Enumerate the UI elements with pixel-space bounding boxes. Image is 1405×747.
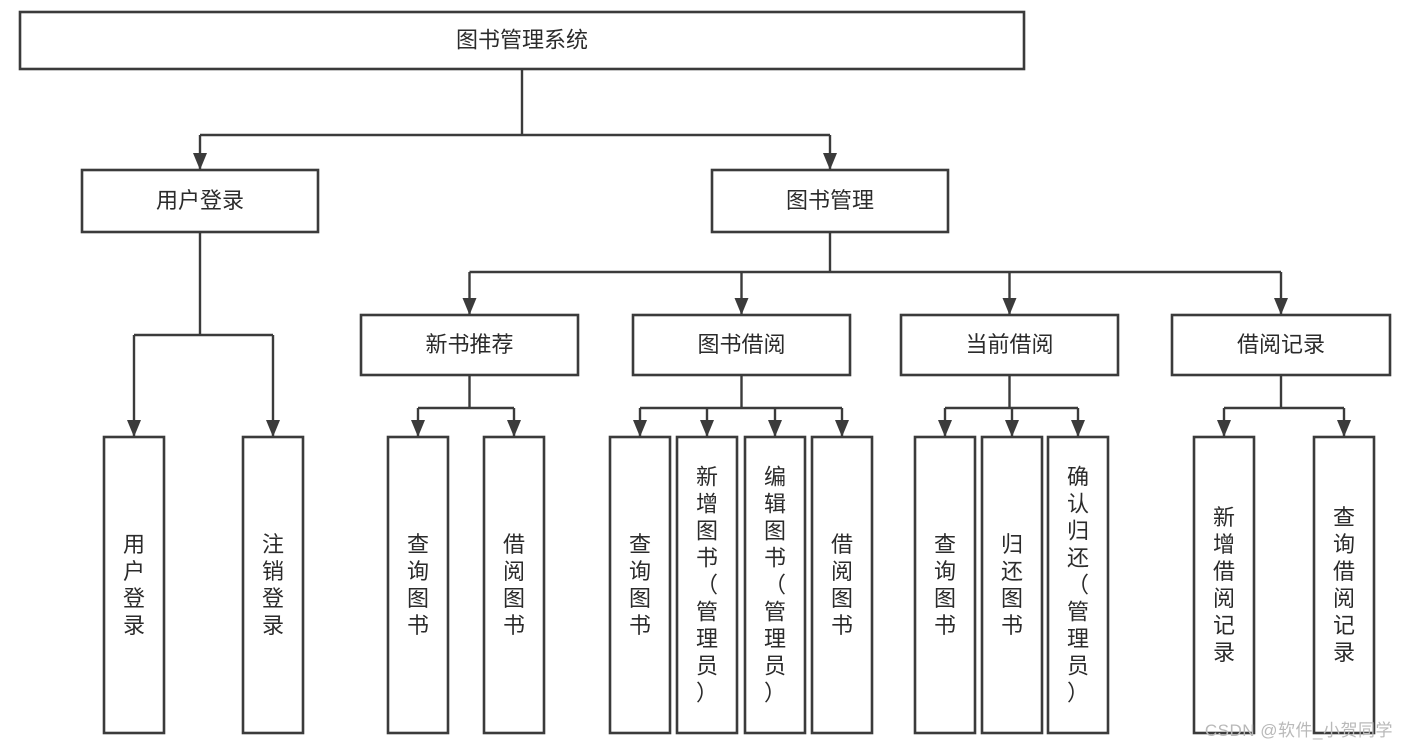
- arrow-head-leaf-query-book-1: [411, 420, 425, 437]
- node-box-leaf-add-record[interactable]: [1192, 435, 1256, 735]
- arrow-head-current-borrow: [1002, 298, 1017, 315]
- node-leaf-query-book-1[interactable]: 查询图书: [386, 435, 450, 735]
- node-leaf-return-book[interactable]: 归还图书: [980, 435, 1044, 735]
- node-box-leaf-logout[interactable]: [241, 435, 305, 735]
- node-label-leaf-return-book: 归还图书: [1001, 532, 1023, 638]
- arrow-head-leaf-logout: [266, 420, 280, 437]
- node-label-borrow-record: 借阅记录: [1237, 332, 1325, 357]
- node-borrow-record[interactable]: 借阅记录: [1170, 313, 1392, 377]
- node-label-leaf-logout: 注销登录: [262, 532, 284, 638]
- node-box-book-manage[interactable]: [710, 168, 950, 234]
- arrow-head-leaf-confirm-return: [1071, 420, 1085, 437]
- arrow-head-new-book-rec: [462, 298, 477, 315]
- arrow-head-leaf-return-book: [1005, 420, 1019, 437]
- node-current-borrow[interactable]: 当前借阅: [899, 313, 1120, 377]
- node-label-leaf-borrow-book-2: 借阅图书: [831, 532, 853, 638]
- arrow-head-leaf-edit-book: [768, 420, 782, 437]
- node-new-book-rec[interactable]: 新书推荐: [359, 313, 580, 377]
- node-user-login[interactable]: 用户登录: [80, 168, 320, 234]
- node-leaf-logout[interactable]: 注销登录: [241, 435, 305, 735]
- node-label-leaf-add-book: 新增图书（管理员）: [696, 465, 718, 706]
- node-label-leaf-query-book-2: 查询图书: [629, 532, 651, 638]
- node-label-leaf-confirm-return: 确认归还（管理员）: [1067, 465, 1089, 706]
- arrow-head-leaf-add-book: [700, 420, 714, 437]
- arrow-head-leaf-borrow-book-2: [835, 420, 849, 437]
- node-label-leaf-query-record: 查询借阅记录: [1333, 505, 1355, 665]
- node-box-root[interactable]: [18, 10, 1026, 71]
- node-label-book-manage: 图书管理: [786, 188, 874, 213]
- node-box-leaf-query-book-1[interactable]: [386, 435, 450, 735]
- node-box-leaf-confirm-return[interactable]: [1046, 435, 1110, 735]
- arrow-head-leaf-query-book-2: [633, 420, 647, 437]
- arrow-head-book-borrow: [734, 298, 749, 315]
- node-box-leaf-borrow-book-1[interactable]: [482, 435, 546, 735]
- node-label-root: 图书管理系统: [456, 27, 588, 52]
- arrow-head-borrow-record: [1274, 298, 1288, 315]
- node-box-leaf-return-book[interactable]: [980, 435, 1044, 735]
- node-label-leaf-add-record: 新增借阅记录: [1213, 505, 1235, 665]
- arrow-head-leaf-user-login: [127, 420, 141, 437]
- node-box-leaf-user-login[interactable]: [102, 435, 166, 735]
- connector-lines: [127, 69, 1351, 437]
- node-label-leaf-query-book-1: 查询图书: [407, 532, 429, 638]
- node-box-new-book-rec[interactable]: [359, 313, 580, 377]
- node-box-user-login[interactable]: [80, 168, 320, 234]
- node-box-leaf-add-book[interactable]: [675, 435, 739, 735]
- node-box-leaf-query-book-3[interactable]: [913, 435, 977, 735]
- arrow-head-leaf-query-record: [1337, 420, 1351, 437]
- node-leaf-user-login[interactable]: 用户登录: [102, 435, 166, 735]
- arrow-head-user-login: [193, 153, 207, 170]
- node-boxes: 图书管理系统用户登录图书管理新书推荐图书借阅当前借阅借阅记录用户登录注销登录查询…: [18, 10, 1392, 735]
- node-leaf-query-record[interactable]: 查询借阅记录: [1312, 435, 1376, 735]
- node-label-current-borrow: 当前借阅: [965, 332, 1053, 357]
- watermark-text: CSDN @软件_小贺同学: [1204, 721, 1393, 740]
- node-label-leaf-borrow-book-1: 借阅图书: [503, 532, 525, 638]
- node-leaf-edit-book[interactable]: 编辑图书（管理员）: [743, 435, 807, 735]
- node-leaf-borrow-book-2[interactable]: 借阅图书: [810, 435, 874, 735]
- node-box-borrow-record[interactable]: [1170, 313, 1392, 377]
- node-label-user-login: 用户登录: [156, 188, 244, 213]
- node-box-leaf-edit-book[interactable]: [743, 435, 807, 735]
- arrow-head-book-manage: [823, 153, 837, 170]
- node-leaf-query-book-2[interactable]: 查询图书: [608, 435, 672, 735]
- node-label-book-borrow: 图书借阅: [697, 332, 785, 357]
- node-leaf-borrow-book-1[interactable]: 借阅图书: [482, 435, 546, 735]
- node-label-leaf-user-login: 用户登录: [123, 532, 145, 638]
- node-leaf-add-record[interactable]: 新增借阅记录: [1192, 435, 1256, 735]
- node-root[interactable]: 图书管理系统: [18, 10, 1026, 71]
- node-box-book-borrow[interactable]: [631, 313, 852, 377]
- node-box-leaf-borrow-book-2[interactable]: [810, 435, 874, 735]
- node-leaf-query-book-3[interactable]: 查询图书: [913, 435, 977, 735]
- node-box-leaf-query-record[interactable]: [1312, 435, 1376, 735]
- arrow-head-leaf-borrow-book-1: [507, 420, 521, 437]
- node-label-new-book-rec: 新书推荐: [425, 332, 513, 357]
- arrow-head-leaf-query-book-3: [938, 420, 952, 437]
- node-box-current-borrow[interactable]: [899, 313, 1120, 377]
- node-leaf-confirm-return[interactable]: 确认归还（管理员）: [1046, 435, 1110, 735]
- node-label-leaf-query-book-3: 查询图书: [934, 532, 956, 638]
- arrow-head-leaf-add-record: [1217, 420, 1231, 437]
- node-label-leaf-edit-book: 编辑图书（管理员）: [764, 465, 786, 706]
- node-book-manage[interactable]: 图书管理: [710, 168, 950, 234]
- node-box-leaf-query-book-2[interactable]: [608, 435, 672, 735]
- node-book-borrow[interactable]: 图书借阅: [631, 313, 852, 377]
- node-leaf-add-book[interactable]: 新增图书（管理员）: [675, 435, 739, 735]
